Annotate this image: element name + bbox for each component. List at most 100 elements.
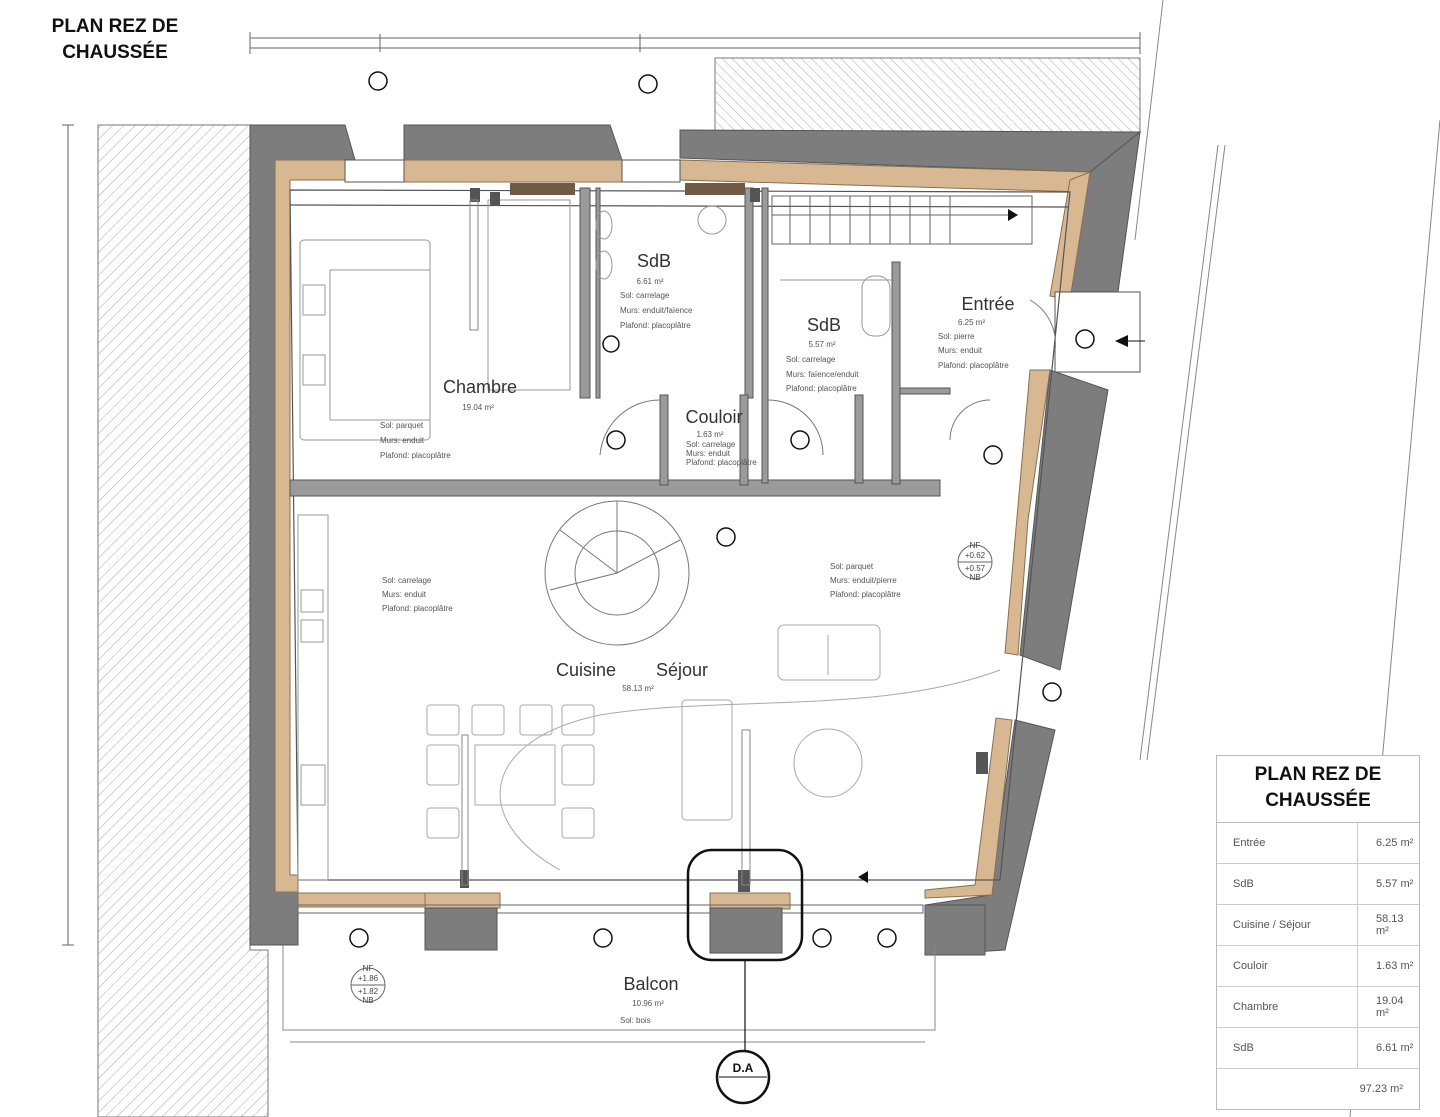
da-label: D.A [733, 1061, 754, 1075]
legend-room: Couloir [1217, 946, 1358, 986]
sdb2-line-3: Plafond: placoplâtre [786, 384, 857, 393]
staircase-straight [771, 195, 1033, 245]
timber-linings [274, 159, 1091, 910]
room-chambre: Chambre 19.04 m² Sol: parquet Murs: endu… [380, 377, 517, 460]
sdb2-area: 5.57 m² [808, 340, 835, 349]
room-sejour: Séjour Sol: parquet Murs: enduit/pierre … [656, 562, 901, 680]
sdb2-line-1: Sol: carrelage [786, 355, 836, 364]
legend-total: 97.23 m² [1359, 1083, 1403, 1095]
bath-fixtures [595, 205, 892, 337]
kitchen-counter [297, 514, 329, 881]
left-dimension-line [62, 124, 74, 946]
nf-label-2: NF [363, 964, 374, 973]
chambre-line-3: Plafond: placoplâtre [380, 451, 451, 460]
room-balcon: Balcon 10.96 m² Sol: bois [620, 974, 679, 1025]
sdb1-line-3: Plafond: placoplâtre [620, 321, 691, 330]
couloir-line-2: Murs: enduit [686, 449, 731, 458]
sejour-line-2: Murs: enduit/pierre [830, 576, 897, 585]
neighbour-top-hatch [714, 57, 1141, 133]
interior-outline [289, 189, 1071, 881]
legend-area: 6.25 m² [1376, 837, 1414, 849]
sdb1-line-1: Sol: carrelage [620, 291, 670, 300]
room-entree: Entrée 6.25 m² Sol: pierre Murs: enduit … [938, 294, 1015, 370]
entry-arrows [858, 209, 1128, 883]
exterior-walls [249, 124, 1142, 956]
sdb1-line-2: Murs: enduit/faïence [620, 306, 693, 315]
sdb1-area: 6.61 m² [636, 277, 663, 286]
sdb2-line-2: Murs: faïence/enduit [786, 370, 859, 379]
nf-value-2: +1.86 [358, 974, 379, 983]
legend-room: Chambre [1217, 987, 1358, 1027]
sejour-line-3: Plafond: placoplâtre [830, 590, 901, 599]
legend-row: Cuisine / Séjour 58.13 m² [1217, 905, 1419, 946]
couloir-line-3: Plafond: placoplâtre [686, 458, 757, 467]
balcony-area [282, 904, 986, 1043]
ceiling-curve [499, 669, 1001, 871]
top-windows [344, 159, 1141, 373]
steel-columns [460, 183, 988, 892]
area-legend-table: PLAN REZ DE CHAUSSÉE Entrée 6.25 m² SdB … [1216, 755, 1420, 1110]
balcon-name: Balcon [623, 974, 678, 994]
cuisine-line-1: Sol: carrelage [382, 576, 432, 585]
room-couloir: Couloir 1.63 m² Sol: carrelage Murs: end… [685, 407, 757, 467]
plan-title: PLAN REZ DE CHAUSSÉE [51, 16, 179, 63]
neighbour-left-hatch [97, 124, 269, 1117]
room-sdb-2: SdB 5.57 m² Sol: carrelage Murs: faïence… [786, 315, 859, 393]
cuisine-line-2: Murs: enduit [382, 590, 427, 599]
balcon-area: 10.96 m² [632, 999, 664, 1008]
nb-label-1: NB [969, 573, 980, 582]
chambre-name: Chambre [443, 377, 517, 397]
legend-row: Entrée 6.25 m² [1217, 823, 1419, 864]
nf-label-1: NF [970, 541, 981, 550]
legend-row: SdB 5.57 m² [1217, 864, 1419, 905]
couloir-area: 1.63 m² [696, 430, 723, 439]
legend-room: Cuisine / Séjour [1217, 905, 1358, 945]
legend-area: 19.04 m² [1376, 995, 1404, 1019]
door-swings [599, 299, 1056, 456]
entree-line-2: Murs: enduit [938, 346, 983, 355]
legend-title: PLAN REZ DE CHAUSSÉE [1217, 756, 1419, 823]
legend-area: 1.63 m² [1376, 960, 1414, 972]
legend-area: 5.57 m² [1376, 878, 1414, 890]
couloir-name: Couloir [685, 407, 742, 427]
level-marker-living: NF +0.62 +0.57 NB [957, 541, 993, 582]
legend-row: Chambre 19.04 m² [1217, 987, 1419, 1028]
dining-set [426, 704, 595, 839]
nb-label-2: NB [362, 996, 373, 1005]
spiral-staircase [544, 500, 690, 646]
bed [299, 239, 431, 441]
chambre-line-1: Sol: parquet [380, 421, 424, 430]
cuisine-area: 58.13 m² [622, 684, 654, 693]
sdb1-name: SdB [637, 251, 671, 271]
legend-room: Entrée [1217, 823, 1358, 863]
nb-value-2: +1.82 [358, 987, 379, 996]
chambre-line-2: Murs: enduit [380, 436, 425, 445]
sejour-line-1: Sol: parquet [830, 562, 874, 571]
sejour-name: Séjour [656, 660, 708, 680]
legend-row: Couloir 1.63 m² [1217, 946, 1419, 987]
sofa [681, 624, 881, 821]
wardrobe [487, 199, 571, 391]
room-cuisine: Cuisine 58.13 m² Sol: carrelage Murs: en… [382, 576, 654, 693]
section-markers [349, 71, 1095, 948]
partition-walls [289, 187, 951, 497]
legend-row: SdB 6.61 m² [1217, 1028, 1419, 1069]
da-marker: D.A [715, 1049, 771, 1105]
legend-room: SdB [1217, 1028, 1358, 1068]
cuisine-line-3: Plafond: placoplâtre [382, 604, 453, 613]
balcon-line-1: Sol: bois [620, 1016, 651, 1025]
couloir-line-1: Sol: carrelage [686, 440, 736, 449]
cuisine-name: Cuisine [556, 660, 616, 680]
legend-room: SdB [1217, 864, 1358, 904]
coffee-table [793, 728, 863, 798]
nf-value-1: +0.62 [965, 551, 986, 560]
entree-area: 6.25 m² [958, 318, 985, 327]
chambre-area: 19.04 m² [462, 403, 494, 412]
entree-line-1: Sol: pierre [938, 332, 975, 341]
room-sdb-1: SdB 6.61 m² Sol: carrelage Murs: enduit/… [620, 251, 693, 330]
top-dimension-line [249, 32, 1141, 54]
entree-name: Entrée [961, 294, 1014, 314]
posts [461, 199, 751, 886]
entree-line-3: Plafond: placoplâtre [938, 361, 1009, 370]
